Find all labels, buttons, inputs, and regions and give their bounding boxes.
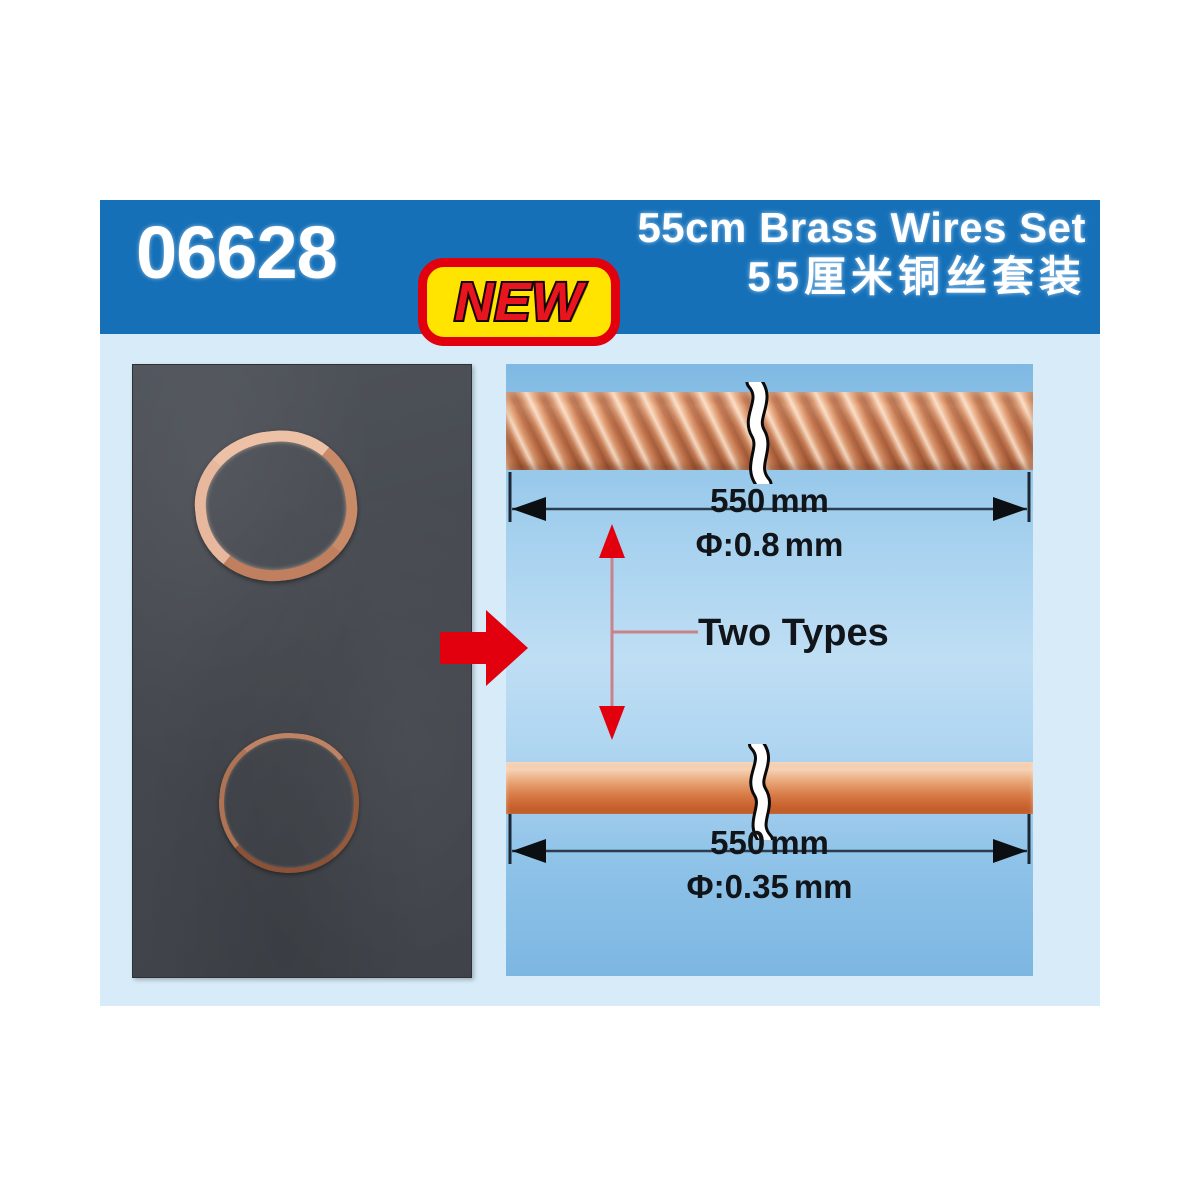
product-card: 06628 55cm Brass Wires Set 55厘米铜丝套装 NEW <box>100 200 1100 1006</box>
dimension-line-bottom <box>508 814 1031 864</box>
bottom-wire-length-unit: mm <box>770 824 829 861</box>
dimension-line-top <box>508 472 1031 522</box>
two-types-bracket <box>599 524 698 740</box>
top-wire-diameter-unit: mm <box>784 526 844 563</box>
braided-wire-illustration <box>506 392 1033 470</box>
break-symbol-icon-top <box>745 382 773 484</box>
title-block: 55cm Brass Wires Set 55厘米铜丝套装 <box>526 204 1086 302</box>
two-types-label: Two Types <box>698 612 889 654</box>
top-wire-length-unit: mm <box>770 482 829 519</box>
new-badge: NEW <box>418 258 620 346</box>
bottom-wire-diameter-value: Φ:0.35 <box>686 868 789 905</box>
product-title-english: 55cm Brass Wires Set <box>637 204 1086 251</box>
product-title-chinese: 55厘米铜丝套装 <box>747 253 1086 301</box>
product-code: 06628 <box>136 211 338 294</box>
bottom-wire-length-value: 550 <box>710 824 766 861</box>
product-photo-panel <box>132 364 472 978</box>
top-wire-diameter-value: Φ:0.8 <box>695 526 780 563</box>
bottom-wire-diameter-unit: mm <box>793 868 853 905</box>
break-symbol-icon-bottom <box>748 744 774 840</box>
top-wire-length-value: 550 <box>710 482 766 519</box>
new-badge-label: NEW <box>453 272 585 332</box>
right-arrow-icon <box>440 610 528 686</box>
